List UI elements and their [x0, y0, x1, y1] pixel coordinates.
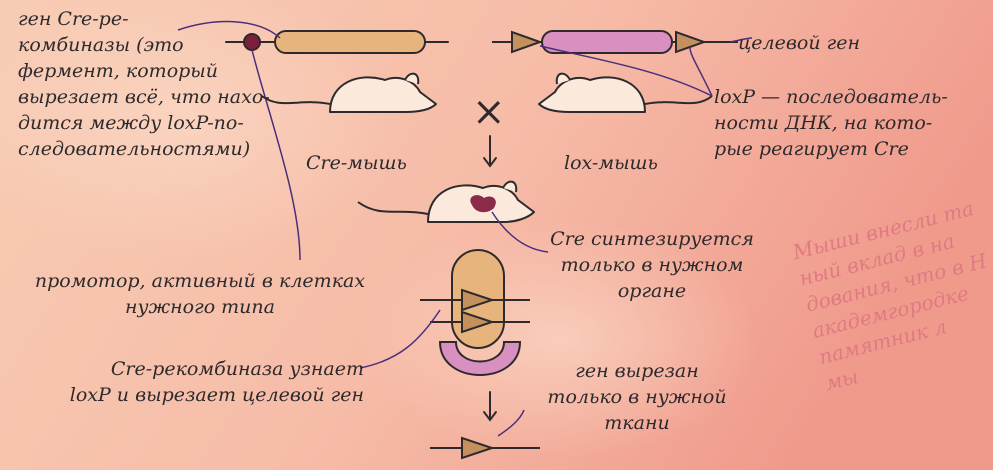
- label-cre-gene: ген Cre-ре- комбиназы (это фермент, кото…: [18, 6, 288, 162]
- lox-mouse-drawing: [539, 74, 712, 112]
- label-target-gene: целевой ген: [738, 30, 860, 56]
- label-cre-mouse: Cre-мышь: [306, 150, 407, 176]
- label-gene-cut: ген вырезан только в нужной ткани: [532, 358, 742, 436]
- label-cre-synth: Cre синтезируется только в нужном органе: [532, 226, 772, 304]
- arrow-down-2: [484, 392, 496, 420]
- label-recombinase: Cre-рекомбиназа узнает loxP и вырезает ц…: [14, 356, 364, 408]
- cross-symbol: ×: [472, 92, 506, 132]
- cre-mouse-drawing: [262, 74, 436, 112]
- pointer-loxp-2: [690, 48, 712, 96]
- loxp-triangle-final: [462, 438, 492, 458]
- loxp-triangle-left: [512, 32, 540, 52]
- pointer-gene-cut: [498, 410, 524, 436]
- label-promoter: промотор, активный в клетках нужного тип…: [10, 268, 390, 320]
- label-loxp: loxP — последователь- ности ДНК, на кото…: [714, 84, 948, 162]
- arrow-down-1: [484, 136, 496, 166]
- offspring-mouse-drawing: [358, 182, 534, 222]
- cre-gene-bar: [275, 31, 425, 53]
- target-gene-bar: [542, 31, 672, 53]
- label-lox-mouse: lox-мышь: [564, 150, 658, 176]
